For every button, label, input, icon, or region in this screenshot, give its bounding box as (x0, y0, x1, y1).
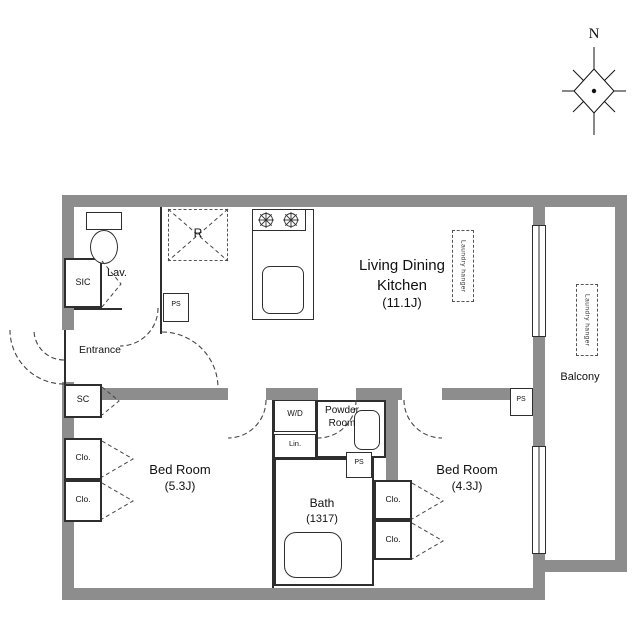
compass-star-icon (562, 47, 626, 135)
sc-box (64, 384, 102, 418)
closet-right-1-label: Clo. (385, 494, 401, 504)
sic-label: SIC (75, 277, 91, 287)
entrance-door-swing-arc-inner (33, 329, 65, 361)
linen-label: Lin. (288, 439, 302, 448)
kitchen-sink-icon (262, 266, 304, 314)
bath-size-label: (1317) (306, 512, 338, 525)
hall-wall (160, 308, 162, 334)
ldk-door-swing-arc (161, 331, 219, 389)
entrance-door-swing-arc (9, 329, 65, 385)
wall-bottom (62, 588, 545, 600)
ldk-label: Living Dining Kitchen (11.1J) (359, 256, 445, 312)
powder-label-line2: Room (328, 418, 356, 429)
window-bedroom2 (532, 446, 546, 554)
closet-left-1-door-symbol (101, 440, 134, 478)
ps-bath-box (346, 452, 372, 478)
laundry-hanger-ldk-label: Laundry hanger (459, 239, 467, 293)
washer-dryer-box (274, 400, 316, 432)
vanity-sink-icon (354, 410, 380, 450)
balcony-label: Balcony (560, 371, 600, 383)
closet-left-2-box (64, 480, 102, 522)
sic-box (64, 258, 102, 308)
stove-icon (252, 209, 306, 231)
ps-right-label: PS (516, 396, 526, 403)
wall-balcony-bottom (545, 560, 627, 572)
entrance-door-leaf (64, 330, 66, 384)
bedroom2-size-label: (4.3J) (451, 478, 483, 493)
ldk-label-line2: Kitchen (376, 276, 428, 294)
laundry-hanger-balcony-label: Laundry hanger (583, 293, 591, 347)
wall-mid-3 (356, 388, 402, 400)
closet-right-2-box (374, 520, 412, 560)
ldk-size-label: (11.1J) (382, 295, 422, 310)
bedroom1-label: Bed Room (5.3J) (149, 462, 210, 494)
washer-dryer-label: W/D (287, 409, 303, 418)
lav-bottom-wall (74, 308, 122, 310)
powder-room-label: Powder Room (325, 404, 359, 430)
wall-bedroom2-left (386, 400, 398, 480)
bath-name: Bath (309, 496, 335, 510)
lav-right-wall (160, 207, 162, 310)
bedroom1-size-label: (5.3J) (164, 478, 196, 493)
closet-right-2-label: Clo. (385, 534, 401, 544)
entrance-label: Entrance (78, 344, 122, 356)
lav-door-swing-arc (119, 307, 159, 347)
refrigerator-label: R (193, 226, 203, 240)
wall-top (62, 195, 545, 207)
ps-bath-label: PS (354, 459, 364, 466)
ps-right-box (510, 388, 533, 416)
powder-label-line1: Powder (325, 405, 359, 416)
wall-mid-2 (266, 388, 318, 400)
bathtub-icon (284, 532, 342, 578)
closet-left-2-label: Clo. (75, 494, 91, 504)
toilet-tank-icon (86, 212, 122, 230)
lav-label: Lav. (107, 267, 127, 279)
bath-label: Bath (1317) (306, 496, 338, 526)
closet-right-1-box (374, 480, 412, 520)
closet-left-1-box (64, 438, 102, 480)
wall-mid-4 (442, 388, 510, 400)
closet-left-1-label: Clo. (75, 452, 91, 462)
wall-balcony-right (615, 195, 627, 572)
bedroom1-right-wall (272, 400, 274, 588)
compass: N (556, 26, 632, 140)
closet-right-2-door-symbol (411, 522, 444, 560)
ldk-label-line1: Living Dining (359, 257, 445, 274)
sc-label: SC (76, 394, 90, 404)
laundry-hanger-ldk: Laundry hanger (452, 230, 474, 302)
bedroom1-name: Bed Room (149, 462, 211, 477)
linen-box (274, 434, 316, 458)
laundry-hanger-balcony: Laundry hanger (576, 284, 598, 356)
bedroom1-door-swing-arc (227, 399, 267, 439)
wall-balcony-top (545, 195, 627, 207)
bedroom2-door-swing-arc (403, 399, 443, 439)
bedroom2-label: Bed Room (4.3J) (436, 462, 497, 494)
window-ldk (532, 225, 546, 337)
toilet-bowl-icon (90, 230, 118, 264)
north-label: N (588, 26, 600, 42)
ps-kitchen-box (163, 293, 189, 322)
bedroom2-name: Bed Room (436, 462, 498, 477)
closet-left-2-door-symbol (101, 482, 134, 520)
ps-kitchen-label: PS (171, 301, 181, 308)
